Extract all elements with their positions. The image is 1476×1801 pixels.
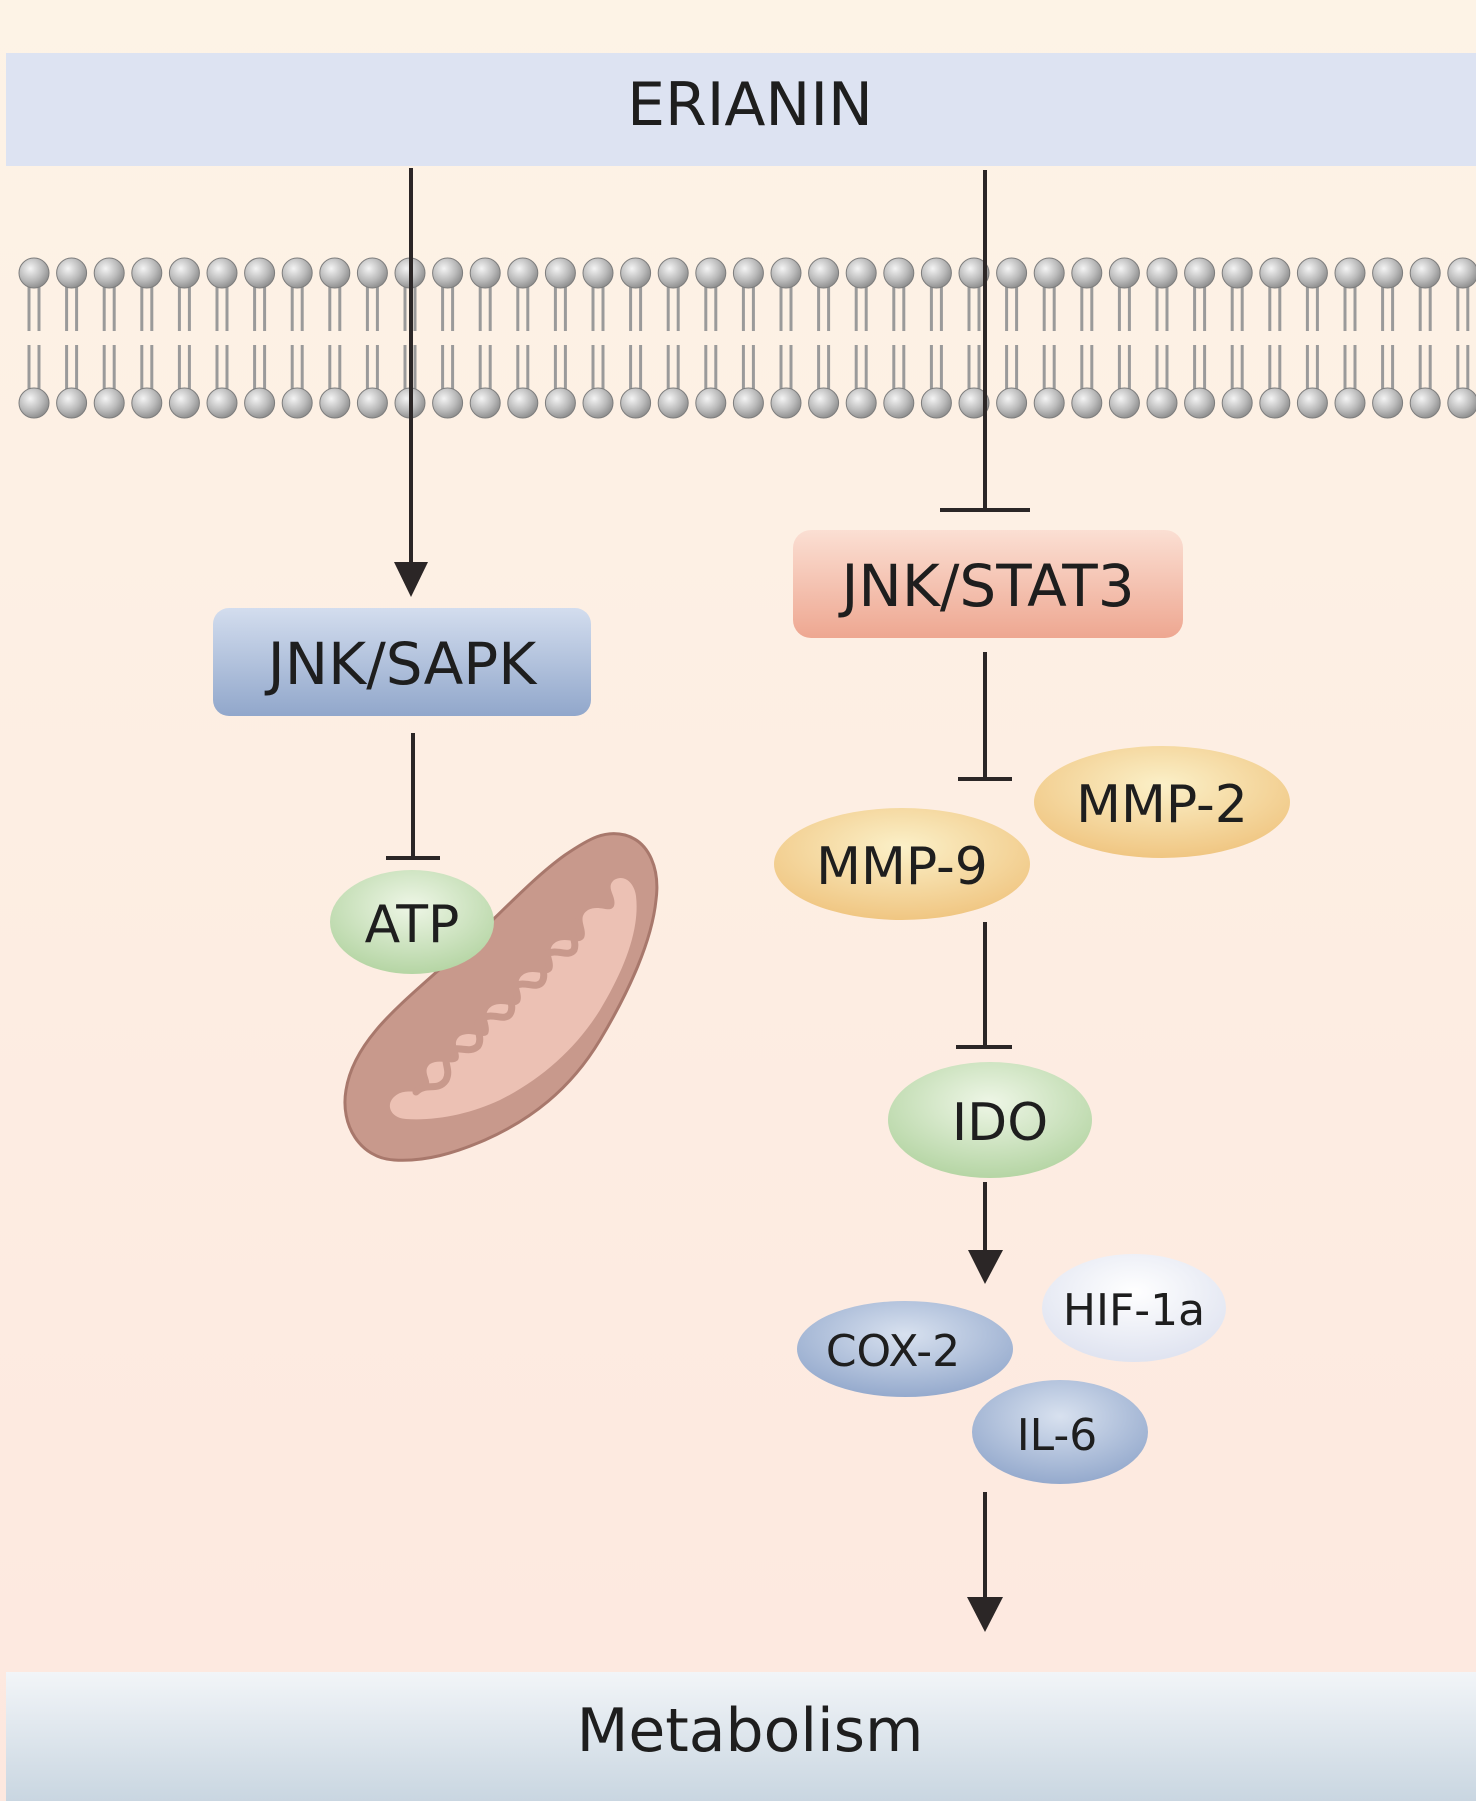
mitochondrion-icon xyxy=(343,832,659,1162)
metabolism-band xyxy=(6,1672,1476,1801)
erianin-label: ERIANIN xyxy=(627,70,873,140)
jnk-sapk-box xyxy=(213,608,591,716)
hif-1a-label: HIF-1a xyxy=(1063,1285,1205,1336)
cox-2-node xyxy=(797,1301,1013,1397)
il-6-node xyxy=(972,1380,1148,1484)
mmp-9-node xyxy=(774,808,1030,920)
hif-1a-node xyxy=(1042,1254,1226,1362)
mmp-2-node xyxy=(1034,746,1290,858)
activation-arrowhead-markers xyxy=(968,1250,1003,1284)
mmp-2-label: MMP-2 xyxy=(1076,775,1248,835)
atp-node xyxy=(330,870,494,974)
erianin-band xyxy=(6,53,1476,166)
il-6-label: IL-6 xyxy=(1017,1410,1098,1461)
metabolism-label: Metabolism xyxy=(577,1696,924,1766)
activation-arrowhead-metabolism xyxy=(967,1597,1003,1632)
jnk-sapk-label: JNK/SAPK xyxy=(265,630,539,698)
jnk-stat3-label: JNK/STAT3 xyxy=(838,552,1134,620)
ido-label: IDO xyxy=(952,1093,1048,1153)
mmp-9-label: MMP-9 xyxy=(816,837,988,897)
jnk-stat3-box xyxy=(793,530,1183,638)
lipid-bilayer-icon xyxy=(18,257,1476,419)
cox-2-label: COX-2 xyxy=(826,1326,960,1377)
atp-label: ATP xyxy=(365,895,460,955)
activation-arrowhead-jnk-sapk xyxy=(394,562,428,597)
ido-node xyxy=(888,1062,1092,1178)
